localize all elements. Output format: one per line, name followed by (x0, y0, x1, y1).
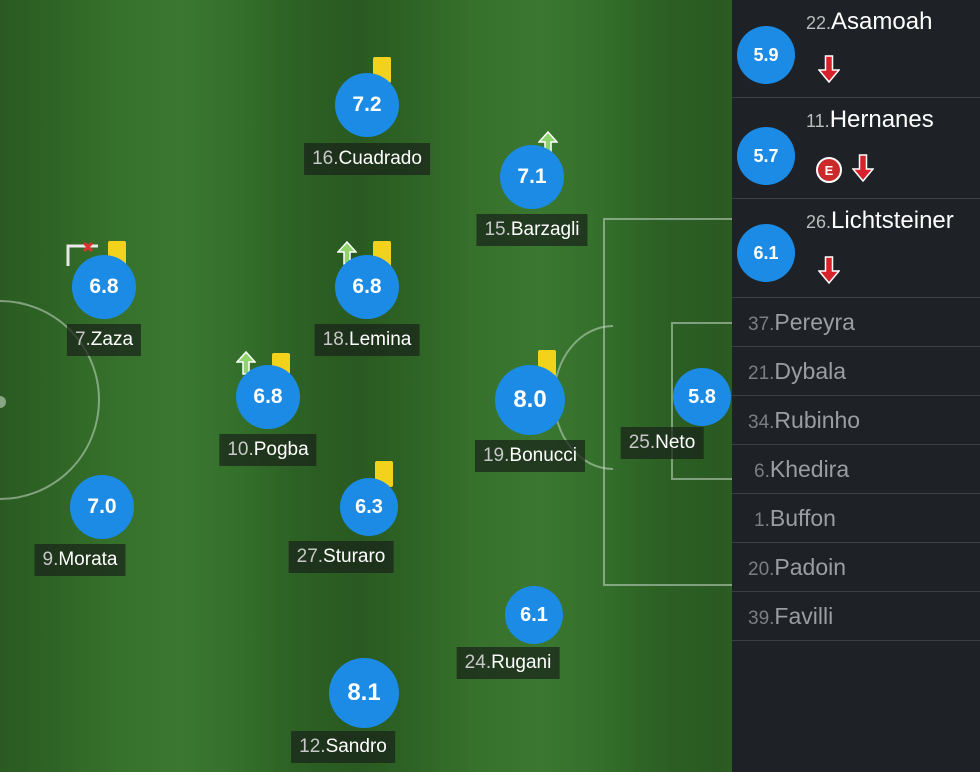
player-name-label: 21.Dybala (748, 358, 847, 384)
player-name-label: 22.Asamoah (806, 8, 933, 35)
player-name-label: 7.Zaza (66, 324, 142, 356)
player-name-label: 15.Barzagli (476, 214, 588, 246)
player-rating: 5.9 (737, 26, 795, 84)
player-rating: 6.3 (340, 478, 398, 536)
player-name-label: 1.Buffon (754, 505, 836, 531)
player-name-label: 27.Sturaro (288, 541, 394, 573)
bench-row-pereyra[interactable]: 37.Pereyra (732, 298, 980, 347)
player-rating: 5.7 (737, 127, 795, 185)
player-name-label: 12.Sandro (291, 731, 395, 763)
player-name-label: 18.Lemina (314, 324, 420, 356)
player-name-label: 37.Pereyra (748, 309, 855, 335)
player-name-label: 24.Rugani (456, 647, 560, 679)
bench-row-dybala[interactable]: 21.Dybala (732, 347, 980, 396)
player-rating: 6.8 (335, 255, 399, 319)
player-rating: 6.1 (737, 224, 795, 282)
player-name-label: 20.Padoin (748, 554, 847, 580)
substitutes-sidebar: 5.9 22.Asamoah 5.7 11.Hernanes E 6.1 26.… (732, 0, 980, 772)
bench-row-buffon[interactable]: 1.Buffon (732, 494, 980, 543)
sub-row-hernanes[interactable]: 5.7 11.Hernanes E (732, 98, 980, 199)
sub-out-arrow-icon (852, 154, 874, 182)
player-rating: 7.1 (500, 145, 564, 209)
player-name-label: 10.Pogba (219, 434, 317, 466)
player-rating: 8.1 (329, 658, 399, 728)
sub-row-asamoah[interactable]: 5.9 22.Asamoah (732, 0, 980, 98)
player-rating: 6.8 (72, 255, 136, 319)
player-name-label: 34.Rubinho (748, 407, 861, 433)
bench-row-padoin[interactable]: 20.Padoin (732, 543, 980, 592)
player-name-label: 19.Bonucci (474, 440, 586, 472)
player-name-label: 39.Favilli (748, 603, 834, 629)
goal-net-icon (66, 242, 98, 266)
player-name-label: 16.Cuadrado (304, 143, 430, 175)
center-spot (0, 396, 6, 408)
bench-row-khedira[interactable]: 6.Khedira (732, 445, 980, 494)
sub-row-lichtsteiner[interactable]: 6.1 26.Lichtsteiner (732, 199, 980, 298)
pitch: 7.2 16.Cuadrado 7.1 15.Barzagli 6.8 7.Za… (0, 0, 732, 772)
bench-row-rubinho[interactable]: 34.Rubinho (732, 396, 980, 445)
player-rating: 6.8 (236, 365, 300, 429)
player-rating: 6.1 (505, 586, 563, 644)
goal-area (671, 322, 732, 480)
player-name-label: 11.Hernanes (806, 106, 934, 133)
player-name-label: 25.Neto (620, 427, 704, 459)
sub-out-arrow-icon (818, 256, 840, 284)
player-name-label: 9.Morata (34, 544, 126, 576)
player-name-label: 6.Khedira (754, 456, 850, 482)
player-name-label: 26.Lichtsteiner (806, 207, 954, 234)
player-rating: 5.8 (673, 368, 731, 426)
sub-out-arrow-icon (818, 55, 840, 83)
player-rating: 7.2 (335, 73, 399, 137)
bench-row-favilli[interactable]: 39.Favilli (732, 592, 980, 641)
player-rating: 8.0 (495, 365, 565, 435)
red-card-icon: E (816, 157, 842, 183)
player-rating: 7.0 (70, 475, 134, 539)
